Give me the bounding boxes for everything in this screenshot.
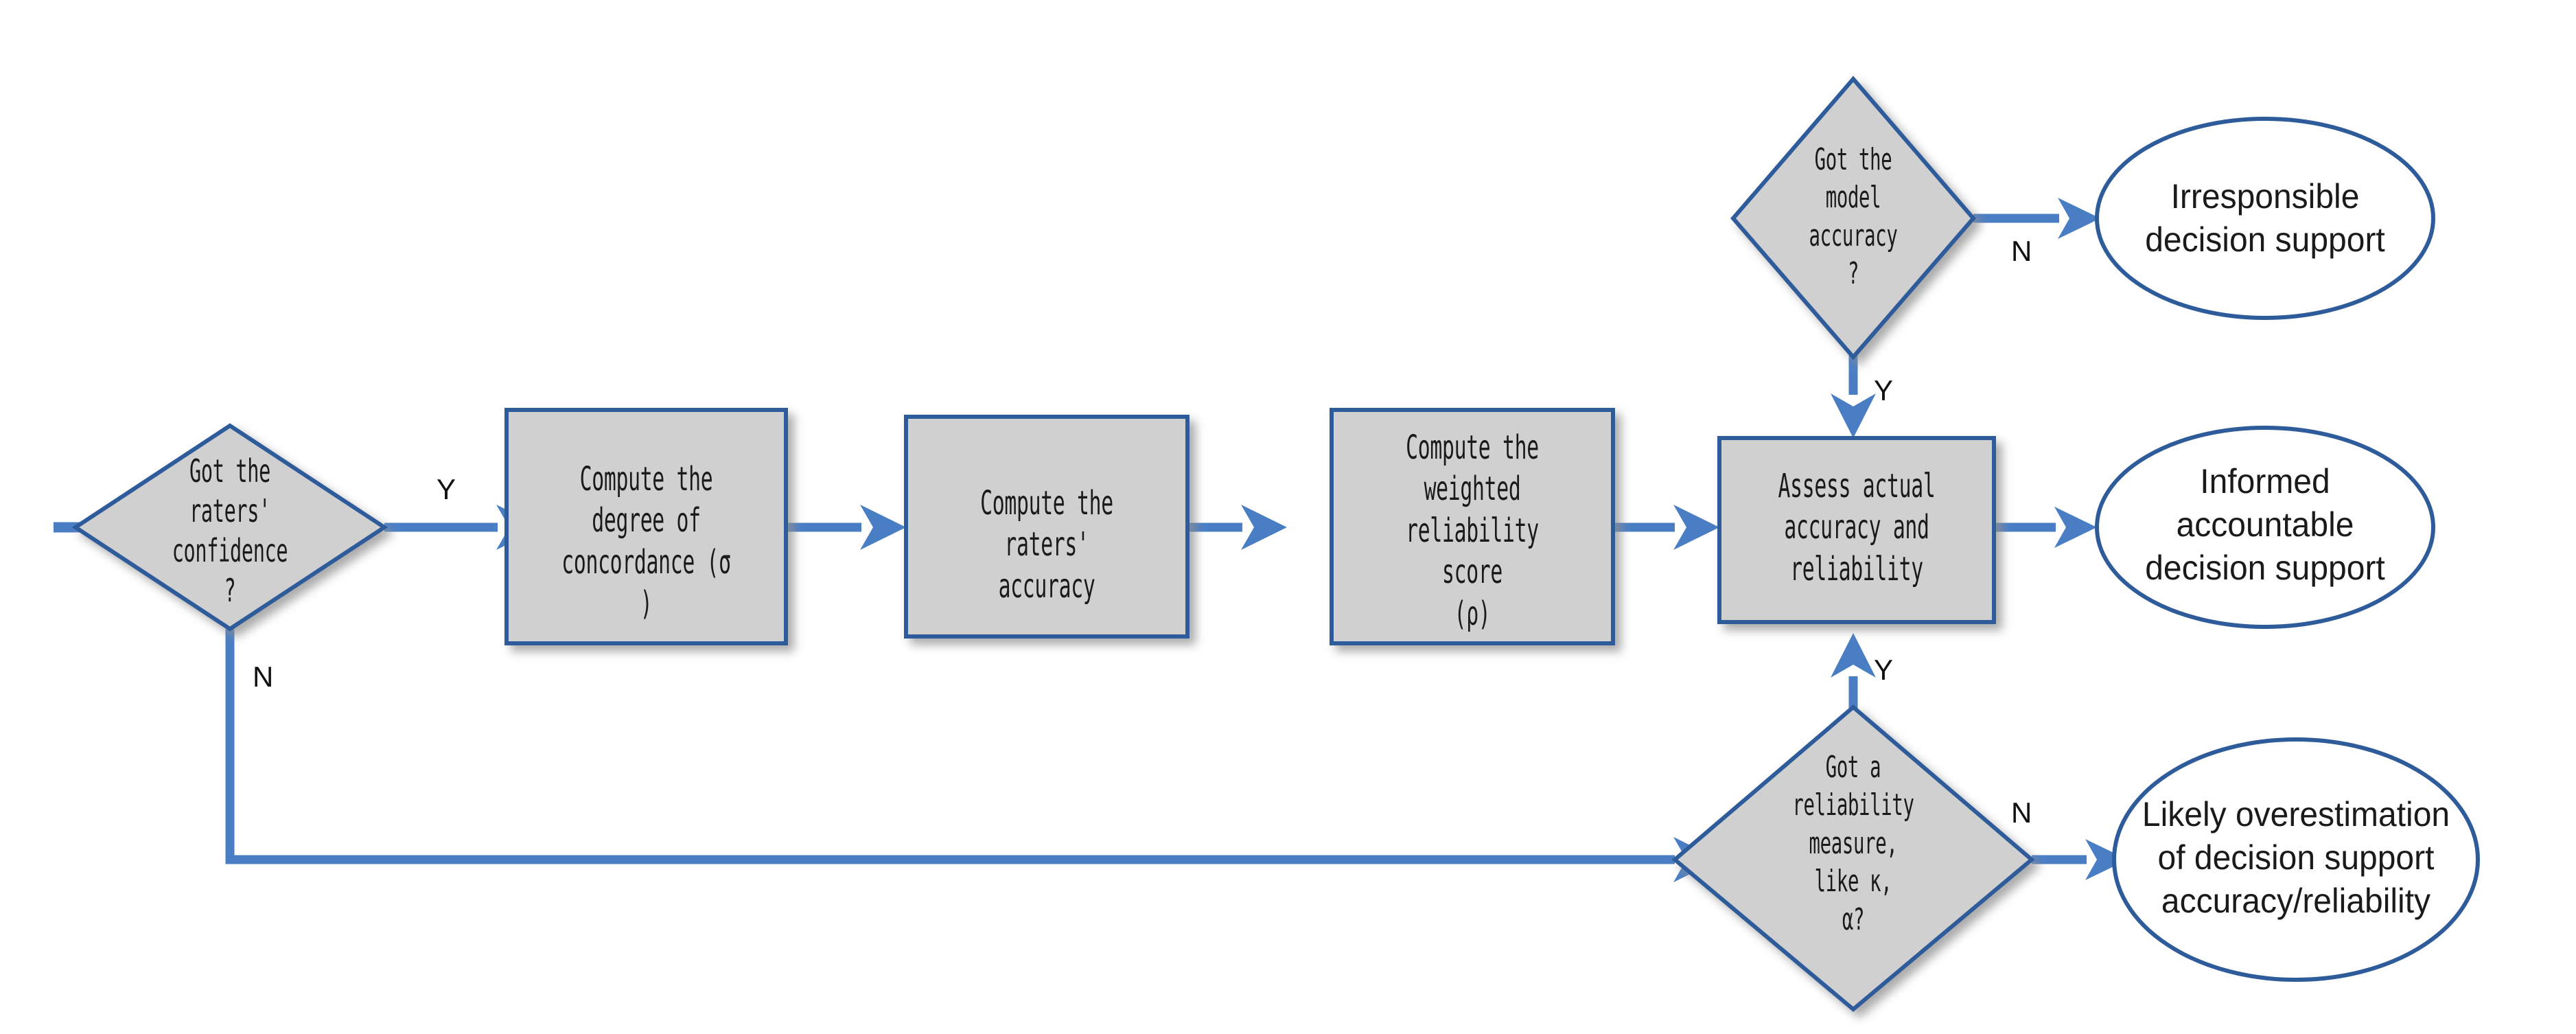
decision-raters-confidence[interactable] [71,423,388,632]
terminal-informed[interactable] [2095,426,2435,629]
process-concordance[interactable] [504,408,788,645]
edge-assess-out [1994,507,2097,548]
edge-measure-no [2032,839,2128,880]
terminal-irresponsible[interactable] [2095,117,2435,320]
edge-accuracy-next [1187,505,1287,550]
decision-model-accuracy[interactable] [1730,76,1976,360]
edge-concordance-next [786,505,906,550]
edge-raters-no [225,629,1719,882]
terminal-overestimation[interactable] [2112,737,2480,982]
decision-reliability-measure[interactable] [1671,704,2035,1012]
process-assess[interactable] [1717,436,1996,624]
process-weighted-reliability[interactable] [1330,408,1615,645]
edge-weighted-next [1613,505,1719,550]
process-raters-accuracy[interactable] [904,415,1190,639]
edge-model-no [1973,198,2100,239]
